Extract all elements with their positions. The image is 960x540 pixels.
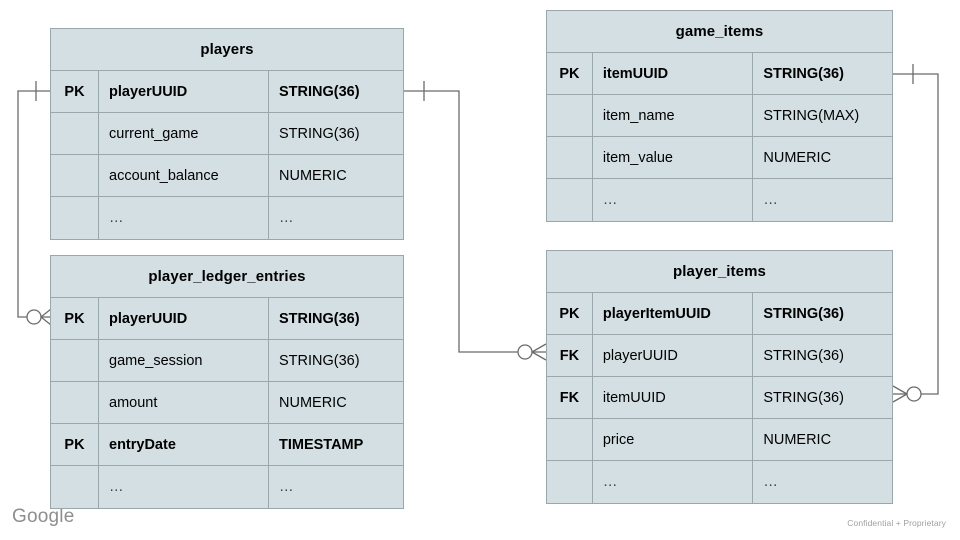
attribute-key [547, 461, 593, 503]
crowfoot-upper [531, 343, 547, 353]
attribute-key: PK [51, 424, 99, 465]
attribute-name: … [99, 197, 269, 239]
attribute-type: NUMERIC [763, 431, 832, 448]
attribute-key [51, 382, 99, 423]
crowfoot-lower [531, 351, 547, 361]
google-logo: Google [12, 506, 75, 527]
attribute-row[interactable]: … … [547, 461, 892, 503]
attribute-type: NUMERIC [279, 394, 347, 411]
attribute-row[interactable]: item_name STRING(MAX) [547, 95, 892, 137]
attribute-key [547, 137, 593, 178]
attribute-row[interactable]: item_value NUMERIC [547, 137, 892, 179]
attribute-key: PK [547, 293, 593, 334]
attribute-row[interactable]: PK playerUUID STRING(36) [51, 298, 403, 340]
confidentiality-notice: Confidential + Proprietary [847, 518, 946, 528]
attribute-type: STRING(MAX) [763, 107, 860, 124]
attribute-type: STRING(36) [279, 352, 360, 369]
attribute-name: price [593, 419, 754, 460]
cardinality-zero-circle [517, 344, 533, 360]
attribute-row[interactable]: … … [51, 197, 403, 239]
attribute-name: item_value [593, 137, 754, 178]
attribute-row[interactable]: price NUMERIC [547, 419, 892, 461]
entity-title-game-items: game_items [547, 11, 892, 53]
entity-title-players: players [51, 29, 403, 71]
attribute-key [547, 179, 593, 221]
attribute-name: current_game [99, 113, 269, 154]
attribute-type: NUMERIC [763, 149, 832, 166]
attribute-row[interactable]: PK itemUUID STRING(36) [547, 53, 892, 95]
attribute-type: STRING(36) [279, 310, 360, 327]
attribute-row[interactable]: PK playerItemUUID STRING(36) [547, 293, 892, 335]
attribute-name: … [99, 466, 269, 508]
attribute-type: STRING(36) [763, 347, 844, 364]
attribute-name: playerUUID [99, 71, 269, 112]
crowfoot-lower [892, 393, 908, 403]
attribute-type: NUMERIC [279, 167, 347, 184]
attribute-row[interactable]: … … [547, 179, 892, 221]
cardinality-zero-circle [26, 309, 42, 325]
attribute-key [51, 197, 99, 239]
attribute-row[interactable]: PK entryDate TIMESTAMP [51, 424, 403, 466]
attribute-row[interactable]: PK playerUUID STRING(36) [51, 71, 403, 113]
attribute-row[interactable]: FK itemUUID STRING(36) [547, 377, 892, 419]
attribute-name: game_session [99, 340, 269, 381]
entity-title-player-ledger-entries: player_ledger_entries [51, 256, 403, 298]
attribute-key [51, 113, 99, 154]
attribute-key: PK [51, 71, 99, 112]
entity-player-ledger-entries[interactable]: player_ledger_entries PK playerUUID STRI… [50, 255, 404, 509]
attribute-type: STRING(36) [763, 65, 844, 82]
entity-title-player-items: player_items [547, 251, 892, 293]
attribute-row[interactable]: amount NUMERIC [51, 382, 403, 424]
connector-players-to-player-items [404, 81, 547, 361]
attribute-type: … [279, 210, 295, 226]
crowfoot-upper [892, 385, 908, 395]
attribute-key [547, 95, 593, 136]
entity-player-items[interactable]: player_items PK playerItemUUID STRING(36… [546, 250, 893, 504]
attribute-name: itemUUID [593, 377, 754, 418]
attribute-row[interactable]: … … [51, 466, 403, 508]
attribute-name: entryDate [99, 424, 269, 465]
attribute-type: STRING(36) [763, 389, 844, 406]
entity-players[interactable]: players PK playerUUID STRING(36) current… [50, 28, 404, 240]
attribute-name: playerItemUUID [593, 293, 754, 334]
crowfoot-lower [40, 316, 52, 326]
attribute-key [51, 155, 99, 196]
attribute-type: … [763, 192, 779, 208]
attribute-name: account_balance [99, 155, 269, 196]
attribute-name: itemUUID [593, 53, 754, 94]
attribute-type: STRING(36) [279, 83, 360, 100]
entity-game-items[interactable]: game_items PK itemUUID STRING(36) item_n… [546, 10, 893, 222]
attribute-row[interactable]: account_balance NUMERIC [51, 155, 403, 197]
attribute-row[interactable]: current_game STRING(36) [51, 113, 403, 155]
attribute-name: … [593, 461, 754, 503]
connector-players-to-ledger [17, 81, 52, 326]
attribute-type: STRING(36) [763, 305, 844, 322]
attribute-type: STRING(36) [279, 125, 360, 142]
attribute-key [51, 340, 99, 381]
attribute-name: playerUUID [593, 335, 754, 376]
attribute-type: … [763, 474, 779, 490]
attribute-row[interactable]: FK playerUUID STRING(36) [547, 335, 892, 377]
attribute-type: TIMESTAMP [279, 436, 364, 453]
attribute-key: PK [51, 298, 99, 339]
attribute-name: playerUUID [99, 298, 269, 339]
crowfoot-upper [40, 308, 52, 318]
attribute-key [51, 466, 99, 508]
attribute-key: PK [547, 53, 593, 94]
attribute-name: item_name [593, 95, 754, 136]
attribute-type: … [279, 479, 295, 495]
attribute-key: FK [547, 335, 593, 376]
attribute-key: FK [547, 377, 593, 418]
cardinality-zero-circle [906, 386, 922, 402]
attribute-name: … [593, 179, 754, 221]
attribute-row[interactable]: game_session STRING(36) [51, 340, 403, 382]
attribute-key [547, 419, 593, 460]
connector-game-items-to-player-items [892, 64, 939, 403]
attribute-name: amount [99, 382, 269, 423]
